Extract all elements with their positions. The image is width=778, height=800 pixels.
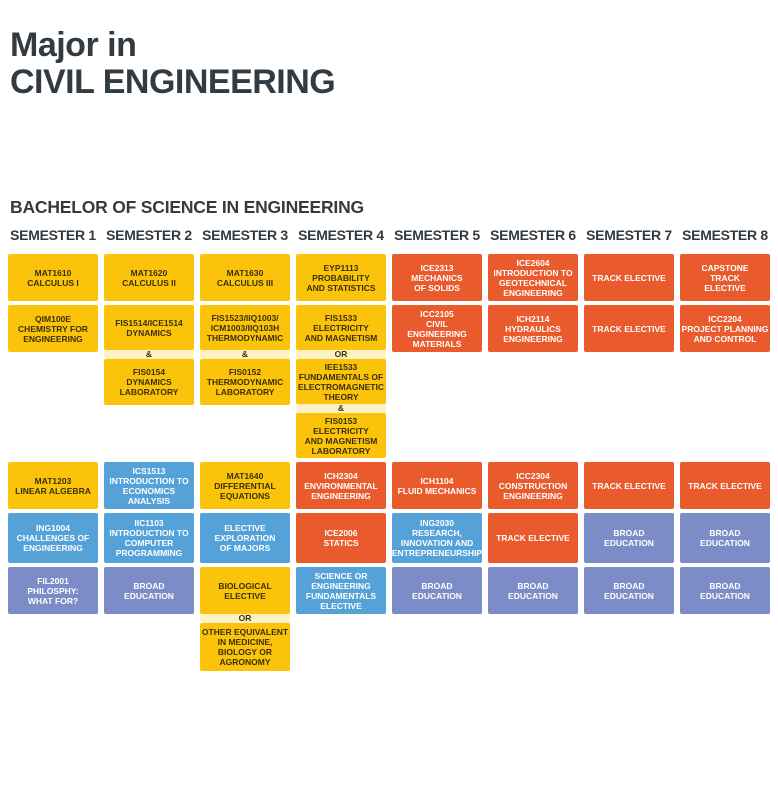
course-ing2030-research: ING2030 RESEARCH, INNOVATION AND ENTREPR… xyxy=(392,513,482,563)
course-broad-education: BROAD EDUCATION xyxy=(584,513,674,563)
course-qim100e-chemistry: QIM100E CHEMISTRY FOR ENGINEERING xyxy=(8,305,98,352)
course-ich2304-environmental: ICH2304 ENVIRONMENTAL ENGINEERING xyxy=(296,462,386,509)
course-ice2006-statics: ICE2006 STATICS xyxy=(296,513,386,563)
course-mat1630-calculus-iii: MAT1630 CALCULUS III xyxy=(200,254,290,301)
course-mat1203-linear-algebra: MAT1203 LINEAR ALGEBRA xyxy=(8,462,98,509)
course-ice2604-geotechnical: ICE2604 INTRODUCTION TO GEOTECHNICAL ENG… xyxy=(488,254,578,301)
course-icc2204-project-planning: ICC2204 PROJECT PLANNING AND CONTROL xyxy=(680,305,770,352)
semester-8-header: SEMESTER 8 xyxy=(682,227,768,243)
course-broad-education: BROAD EDUCATION xyxy=(680,513,770,563)
connector-and-s4: & xyxy=(296,404,386,413)
course-track-elective: TRACK ELECTIVE xyxy=(488,513,578,563)
course-ing1004-challenges: ING1004 CHALLENGES OF ENGINEERING xyxy=(8,513,98,563)
course-iic1103-programming: IIC1103 INTRODUCTION TO COMPUTER PROGRAM… xyxy=(104,513,194,563)
course-other-equivalent: OTHER EQUIVALENT IN MEDICINE, BIOLOGY OR… xyxy=(200,623,290,671)
course-biological-elective: BIOLOGICAL ELECTIVE xyxy=(200,567,290,614)
course-ics1513-economics: ICS1513 INTRODUCTION TO ECONOMICS ANALYS… xyxy=(104,462,194,509)
course-fil2001-philosophy: FIL2001 PHILOSPHY: WHAT FOR? xyxy=(8,567,98,614)
connector-or-s4: OR xyxy=(296,350,386,359)
course-fis0154-dynamics-lab: FIS0154 DYNAMICS LABORATORY xyxy=(104,359,194,405)
course-iee1533-electromagnetic: IEE1533 FUNDAMENTALS OF ELECTROMAGNETIC … xyxy=(296,359,386,404)
page-title-line-1: Major in xyxy=(10,26,137,64)
course-broad-education: BROAD EDUCATION xyxy=(680,567,770,614)
semester-1-header: SEMESTER 1 xyxy=(10,227,96,243)
connector-or-s3: OR xyxy=(200,614,290,623)
course-ice2313-mechanics: ICE2313 MECHANICS OF SOLIDS xyxy=(392,254,482,301)
course-eyp1113-probability: EYP1113 PROBABILITY AND STATISTICS xyxy=(296,254,386,301)
semester-7-header: SEMESTER 7 xyxy=(586,227,672,243)
course-icc2304-construction: ICC2304 CONSTRUCTION ENGINEERING xyxy=(488,462,578,509)
course-fis1523-thermodynamic: FIS1523/IIQ1003/ ICM1003/IIQ103H THERMOD… xyxy=(200,305,290,350)
semester-5-header: SEMESTER 5 xyxy=(394,227,480,243)
course-science-eng-elective: SCIENCE OR ENGINEERING FUNDAMENTALS ELEC… xyxy=(296,567,386,614)
degree-subtitle: BACHELOR OF SCIENCE IN ENGINEERING xyxy=(10,197,364,217)
course-track-elective: TRACK ELECTIVE xyxy=(584,305,674,352)
course-icc2105-materials: ICC2105 CIVIL ENGINEERING MATERIALS xyxy=(392,305,482,352)
course-ich2114-hydraulics: ICH2114 HYDRAULICS ENGINEERING xyxy=(488,305,578,352)
course-fis1514-dynamics: FIS1514/ICE1514 DYNAMICS xyxy=(104,305,194,350)
connector-and-s2: & xyxy=(104,350,194,359)
course-mat1620-calculus-ii: MAT1620 CALCULUS II xyxy=(104,254,194,301)
course-track-elective: TRACK ELECTIVE xyxy=(680,462,770,509)
course-mat1640-differential: MAT1640 DIFFERENTIAL EQUATIONS xyxy=(200,462,290,509)
course-broad-education: BROAD EDUCATION xyxy=(584,567,674,614)
semester-6-header: SEMESTER 6 xyxy=(490,227,576,243)
course-ich1104-fluid-mechanics: ICH1104 FLUID MECHANICS xyxy=(392,462,482,509)
connector-and-s3: & xyxy=(200,350,290,359)
course-track-elective: TRACK ELECTIVE xyxy=(584,254,674,301)
course-elective-exploration: ELECTIVE EXPLORATION OF MAJORS xyxy=(200,513,290,563)
course-capstone-track-elective: CAPSTONE TRACK ELECTIVE xyxy=(680,254,770,301)
course-broad-education: BROAD EDUCATION xyxy=(488,567,578,614)
page-title-line-2: CIVIL ENGINEERING xyxy=(10,63,336,101)
semester-4-header: SEMESTER 4 xyxy=(298,227,384,243)
course-broad-education: BROAD EDUCATION xyxy=(392,567,482,614)
course-fis0153-electricity-lab: FIS0153 ELECTRICITY AND MAGNETISM LABORA… xyxy=(296,413,386,458)
semester-2-header: SEMESTER 2 xyxy=(106,227,192,243)
course-mat1610-calculus-i: MAT1610 CALCULUS I xyxy=(8,254,98,301)
course-fis0152-thermo-lab: FIS0152 THERMODYNAMIC LABORATORY xyxy=(200,359,290,405)
course-fis1533-electricity: FIS1533 ELECTRICITY AND MAGNETISM xyxy=(296,305,386,350)
course-broad-education: BROAD EDUCATION xyxy=(104,567,194,614)
course-track-elective: TRACK ELECTIVE xyxy=(584,462,674,509)
semester-3-header: SEMESTER 3 xyxy=(202,227,288,243)
